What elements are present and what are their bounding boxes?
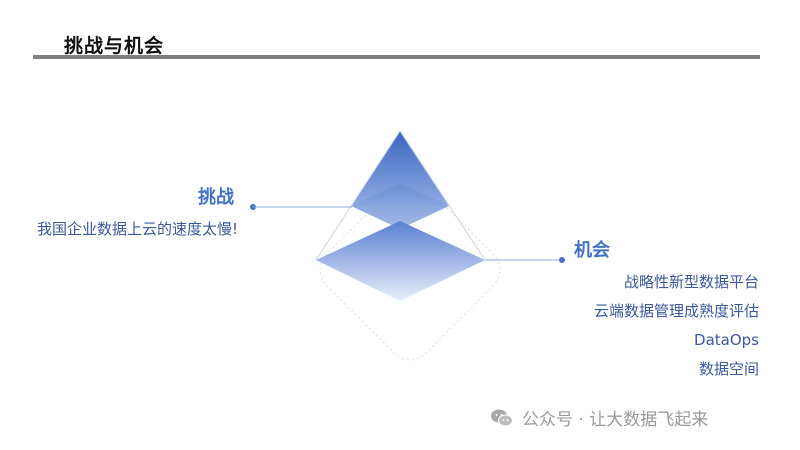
pyramid-top xyxy=(352,131,449,205)
pyramid-edge-left xyxy=(315,130,401,261)
page-title: 挑战与机会 xyxy=(64,35,165,57)
opportunity-item: 云端数据管理成熟度评估 xyxy=(593,302,759,320)
pyramid-middle xyxy=(351,183,449,229)
pyramid-base xyxy=(316,221,485,301)
opportunity-item: 数据空间 xyxy=(698,360,759,378)
watermark: 公众号 · 让大数据飞起来 xyxy=(490,405,708,430)
pyramid-edge-right xyxy=(399,130,486,261)
opportunity-item: DataOps xyxy=(694,331,759,349)
challenge-heading: 挑战 xyxy=(198,187,234,208)
watermark-text: 公众号 · 让大数据飞起来 xyxy=(522,410,709,430)
opportunity-item: 战略性新型数据平台 xyxy=(623,273,759,291)
challenge-text: 我国企业数据上云的速度太慢! xyxy=(37,220,239,238)
opportunity-list: 战略性新型数据平台 云端数据管理成熟度评估 DataOps 数据空间 xyxy=(594,270,759,386)
opportunity-heading: 机会 xyxy=(574,240,610,261)
wechat-icon xyxy=(491,409,513,426)
opportunity-connector-dot xyxy=(559,257,565,263)
title-divider xyxy=(33,55,760,59)
